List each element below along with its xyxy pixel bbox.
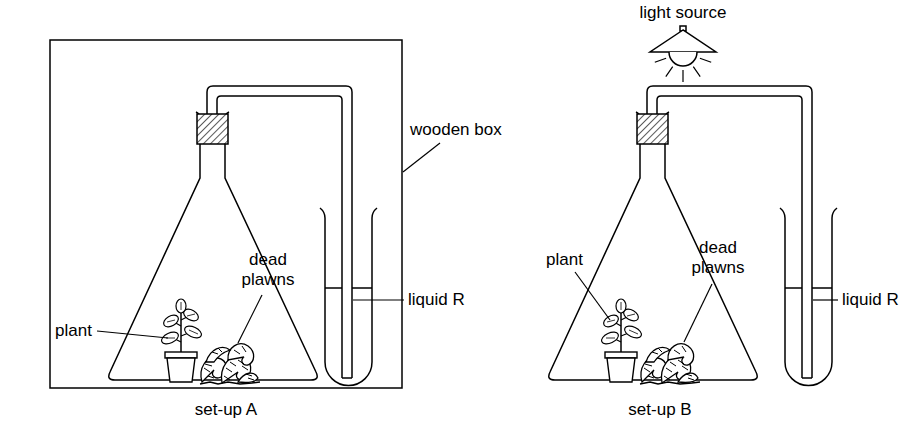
setup-caption: set-up B: [628, 400, 691, 420]
potted-plant: [160, 299, 204, 382]
liquid-level: [785, 287, 832, 288]
liquid-label: liquid R: [408, 290, 465, 310]
potted-plant: [600, 299, 644, 382]
rubber-stopper: [637, 114, 668, 144]
lamp-label: light source: [640, 3, 727, 23]
prawn-label: dead plawns: [686, 238, 750, 278]
test-tube: [320, 208, 377, 385]
liquid-label: liquid R: [842, 290, 899, 310]
test-tube: [780, 208, 837, 386]
dead-prawns: [200, 344, 260, 384]
plant-label: plant: [55, 321, 92, 341]
setup-caption: set-up A: [195, 400, 257, 420]
box-label: wooden box: [410, 120, 502, 140]
plant-label: plant: [546, 250, 583, 270]
dead-prawns: [640, 344, 700, 384]
rubber-stopper: [197, 114, 228, 144]
conical-flask: [549, 112, 757, 380]
lamp-symbol: [650, 26, 716, 82]
conical-flask: [109, 112, 317, 380]
leader-lines: [97, 143, 838, 343]
wooden-box: [50, 40, 402, 388]
delivery-tube: [647, 86, 812, 378]
prawn-label: dead plawns: [236, 250, 300, 290]
liquid-level: [325, 287, 372, 288]
